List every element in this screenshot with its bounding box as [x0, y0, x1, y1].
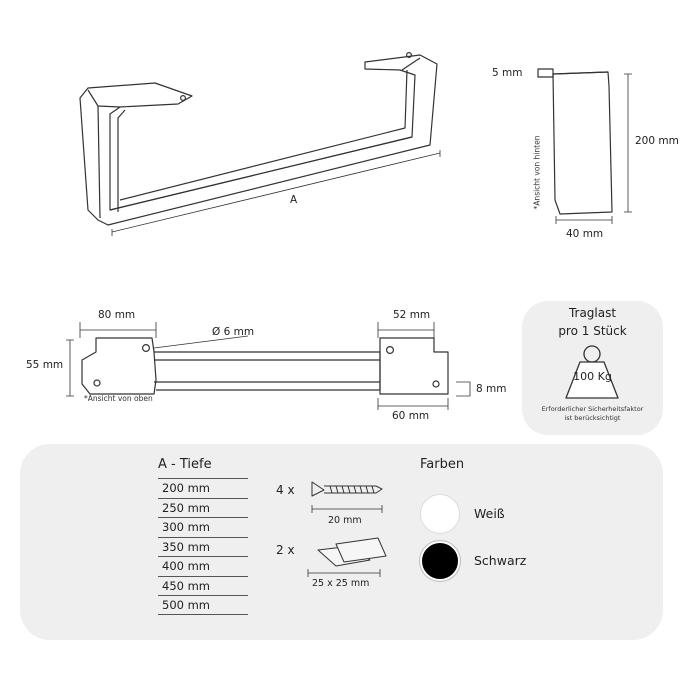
tube-body [154, 351, 381, 391]
dim-5mm: 5 mm [492, 67, 523, 79]
dim-52mm: 52 mm [393, 309, 431, 321]
dim-200mm: 200 mm [635, 135, 679, 147]
dim-55mm: 55 mm [26, 359, 64, 371]
screw-size: 20 mm [328, 515, 362, 526]
pad-size: 25 x 25 mm [312, 578, 370, 589]
load-note-2: ist berücksichtigt [564, 414, 621, 422]
color-label-black: Schwarz [474, 553, 527, 568]
hole-leader-line [153, 335, 249, 349]
dim-60mm: 60 mm [392, 410, 430, 422]
dimension-80mm-line [79, 322, 157, 338]
plate-hole-3 [386, 346, 395, 355]
screw-quantity: 4 x [276, 483, 295, 497]
dimension-8mm-line [456, 381, 471, 397]
depth-row: 500 mm [158, 595, 248, 615]
load-weight: 100 Kg [573, 370, 612, 383]
plate-hole-4 [432, 380, 440, 388]
depth-row: 450 mm [158, 575, 248, 596]
dimension-52mm-line [377, 322, 435, 338]
rear-view-note: *Ansicht von hinten [532, 135, 542, 210]
dim-80mm: 80 mm [98, 309, 136, 321]
plate-hole-1 [142, 344, 151, 353]
top-view-note: *Ansicht von oben [84, 394, 153, 403]
depth-row: 250 mm [158, 497, 248, 518]
depth-row: 400 mm [158, 556, 248, 576]
dim-hole: Ø 6 mm [212, 326, 255, 338]
dimension-60mm-line [377, 398, 449, 410]
load-note-1: Erforderlicher Sicherheitsfaktor [541, 405, 644, 413]
depth-row: 300 mm [158, 517, 248, 537]
dimension-200mm-line [624, 73, 632, 213]
screw-icon [311, 481, 383, 513]
dim-40mm: 40 mm [566, 228, 604, 240]
dim-8mm: 8 mm [476, 383, 507, 395]
depth-table-header: A - Tiefe [158, 457, 212, 472]
colors-header: Farben [420, 457, 465, 472]
dimension-line-a [111, 152, 441, 233]
load-title-2: pro 1 Stück [558, 324, 627, 338]
color-swatch-white[interactable] [420, 494, 460, 534]
depth-row: 200 mm [158, 478, 248, 498]
left-plate [81, 337, 157, 395]
load-title-1: Traglast [568, 306, 617, 320]
rear-view-body [552, 71, 613, 215]
depth-table: 200 mm 250 mm 300 mm 350 mm 400 mm 450 m… [158, 478, 248, 615]
depth-row: 350 mm [158, 536, 248, 557]
bracket-inner-edge [97, 105, 101, 219]
options-panel [20, 444, 663, 640]
color-label-white: Weiß [474, 506, 505, 521]
weight-icon [565, 345, 619, 399]
pad-quantity: 2 x [276, 543, 295, 557]
pads-icon [307, 537, 387, 577]
plate-hole-2 [93, 379, 101, 387]
dimension-55mm-line [66, 339, 74, 397]
dimension-40mm-line [555, 216, 613, 224]
color-swatch-black[interactable] [420, 541, 460, 581]
label-a: A [290, 194, 298, 206]
bracket-perspective-outline [79, 54, 438, 226]
